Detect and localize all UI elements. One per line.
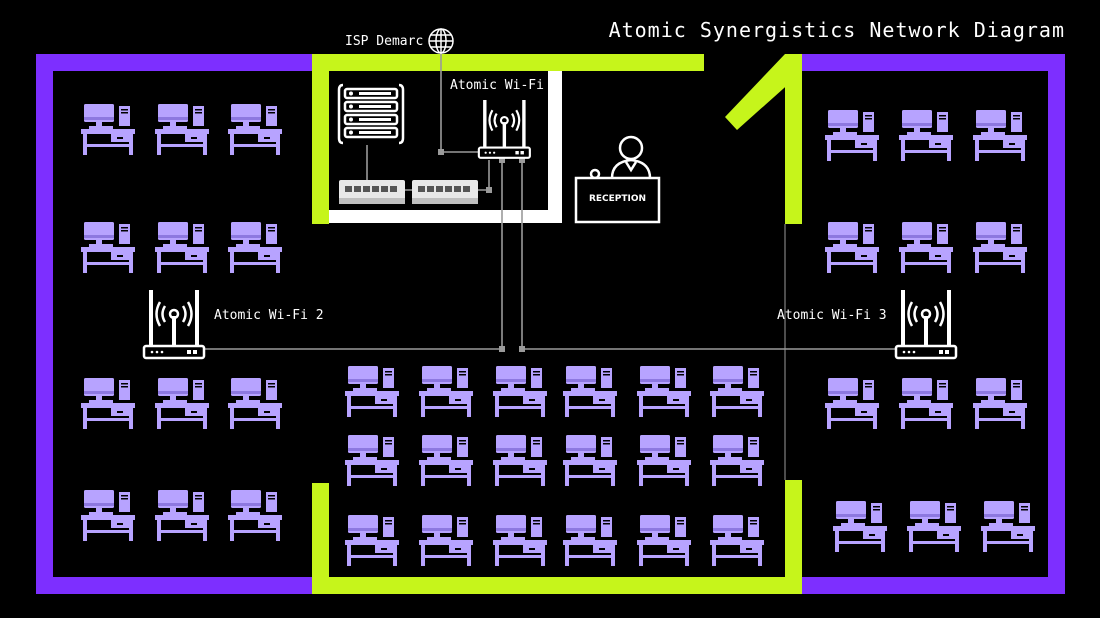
- server-rack-icon: [337, 83, 405, 145]
- inner-wall: [312, 54, 802, 594]
- workstation-icon: [155, 378, 209, 429]
- switch-icon: [339, 180, 405, 204]
- workstation-icon: [563, 435, 617, 486]
- workstation-icon: [907, 501, 961, 552]
- workstation-icon: [563, 366, 617, 417]
- workstation-icon: [973, 222, 1027, 273]
- workstation-icon: [973, 110, 1027, 161]
- wifi-2-label: Atomic Wi-Fi 2: [214, 308, 324, 323]
- workstation-icon: [228, 490, 282, 541]
- workstation-icon: [81, 490, 135, 541]
- router-icon: [894, 288, 958, 360]
- workstation-icon: [155, 490, 209, 541]
- workstation-icon: [825, 110, 879, 161]
- reception-desk: [574, 135, 661, 224]
- workstation-icon: [710, 435, 764, 486]
- globe-icon: [428, 28, 454, 54]
- workstation-icon: [493, 435, 547, 486]
- workstation-icon: [637, 515, 691, 566]
- workstation-icon: [81, 104, 135, 155]
- router-icon: [477, 98, 531, 159]
- workstation-icon: [981, 501, 1035, 552]
- workstation-icon: [710, 366, 764, 417]
- workstation-icon: [345, 515, 399, 566]
- workstation-icon: [899, 378, 953, 429]
- workstation-icon: [419, 515, 473, 566]
- workstation-icon: [710, 515, 764, 566]
- router-icon: [142, 288, 206, 360]
- receptionist-icon: [589, 135, 652, 180]
- reception-label: RECEPTION: [588, 194, 647, 204]
- outer-wall: [36, 54, 1065, 594]
- workstation-icon: [81, 378, 135, 429]
- workstation-icon: [493, 515, 547, 566]
- workstation-icon: [419, 435, 473, 486]
- workstation-icon: [228, 378, 282, 429]
- network-cabling: [205, 52, 895, 350]
- workstation-icon: [493, 366, 547, 417]
- cable-nodes: [438, 149, 525, 352]
- workstation-icon: [833, 501, 887, 552]
- isp-demarc-label: ISP Demarc: [345, 34, 424, 49]
- workstation-icon: [637, 366, 691, 417]
- workstation-icon: [419, 366, 473, 417]
- server-room: [329, 71, 562, 223]
- wifi-main-label: Atomic Wi-Fi: [450, 78, 544, 93]
- workstation-icon: [228, 104, 282, 155]
- workstation-icon: [825, 378, 879, 429]
- workstation-icon: [345, 435, 399, 486]
- workstation-icon: [899, 222, 953, 273]
- workstation-icon: [155, 222, 209, 273]
- workstation-icon: [155, 104, 209, 155]
- wifi-3-label: Atomic Wi-Fi 3: [777, 308, 887, 323]
- workstation-icon: [228, 222, 282, 273]
- workstation-icon: [637, 435, 691, 486]
- workstation-icon: [825, 222, 879, 273]
- workstation-icon: [563, 515, 617, 566]
- workstation-icon: [81, 222, 135, 273]
- workstation-icon: [899, 110, 953, 161]
- workstation-icon: [345, 366, 399, 417]
- diagram-title: Atomic Synergistics Network Diagram: [608, 18, 1065, 42]
- switch-icon: [412, 180, 478, 204]
- workstation-icon: [973, 378, 1027, 429]
